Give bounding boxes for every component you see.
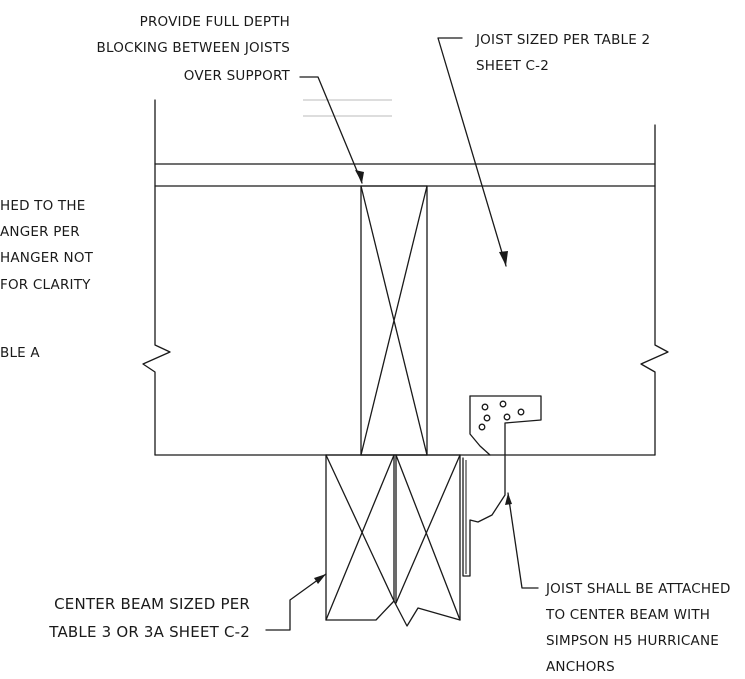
- note-line: OVER SUPPORT: [184, 68, 291, 84]
- nail-hole: [483, 414, 491, 422]
- nail-hole: [481, 403, 489, 411]
- arrowhead-icon: [355, 170, 364, 183]
- note-line: JOIST SIZED PER TABLE 2: [475, 32, 650, 48]
- note-center-beam: CENTER BEAM SIZED PER TABLE 3 OR 3A SHEE…: [48, 595, 250, 641]
- note-line: BLOCKING BETWEEN JOISTS: [97, 40, 290, 56]
- note-line: SIMPSON H5 HURRICANE: [546, 633, 719, 649]
- note-line: JOIST SHALL BE ATTACHED: [545, 581, 731, 597]
- note-hanger: HED TO THE ANGER PER HANGER NOT FOR CLAR…: [0, 198, 94, 293]
- anchor-leader: [507, 492, 539, 589]
- note-table-ref: BLE A: [0, 345, 40, 361]
- full-depth-blocking: [360, 185, 428, 456]
- note-line: BLE A: [0, 345, 40, 361]
- note-line: FOR CLARITY: [0, 277, 91, 293]
- note-line: HED TO THE: [0, 198, 85, 214]
- note-line: HANGER NOT: [0, 250, 94, 266]
- joist-elevation: [142, 99, 669, 456]
- hurricane-anchor: [462, 395, 542, 577]
- arrowhead-icon: [314, 574, 326, 584]
- note-line: TO CENTER BEAM WITH: [545, 607, 710, 623]
- note-line: ANCHORS: [546, 659, 615, 675]
- note-joist: JOIST SIZED PER TABLE 2 SHEET C-2: [475, 32, 650, 74]
- nail-hole: [517, 408, 525, 416]
- note-line: ANGER PER: [0, 224, 80, 240]
- leader-lines: [265, 37, 539, 631]
- note-line: SHEET C-2: [476, 58, 549, 74]
- note-line: CENTER BEAM SIZED PER: [54, 595, 250, 613]
- arrowhead-icon: [499, 251, 508, 266]
- note-anchor: JOIST SHALL BE ATTACHED TO CENTER BEAM W…: [545, 581, 731, 675]
- joist-leader: [437, 37, 507, 267]
- center-beam-section: [325, 454, 461, 627]
- blocking-leader: [299, 76, 363, 184]
- note-line: PROVIDE FULL DEPTH: [140, 14, 290, 30]
- nail-hole: [503, 413, 511, 421]
- left-break-symbol: [142, 99, 171, 456]
- note-blocking: PROVIDE FULL DEPTH BLOCKING BETWEEN JOIS…: [97, 14, 291, 84]
- note-line: TABLE 3 OR 3A SHEET C-2: [48, 623, 250, 641]
- nail-hole: [478, 423, 486, 431]
- center-beam-leader: [265, 573, 327, 631]
- arrowhead-icon: [505, 493, 512, 505]
- right-break-symbol: [640, 124, 669, 456]
- nail-hole: [499, 400, 507, 408]
